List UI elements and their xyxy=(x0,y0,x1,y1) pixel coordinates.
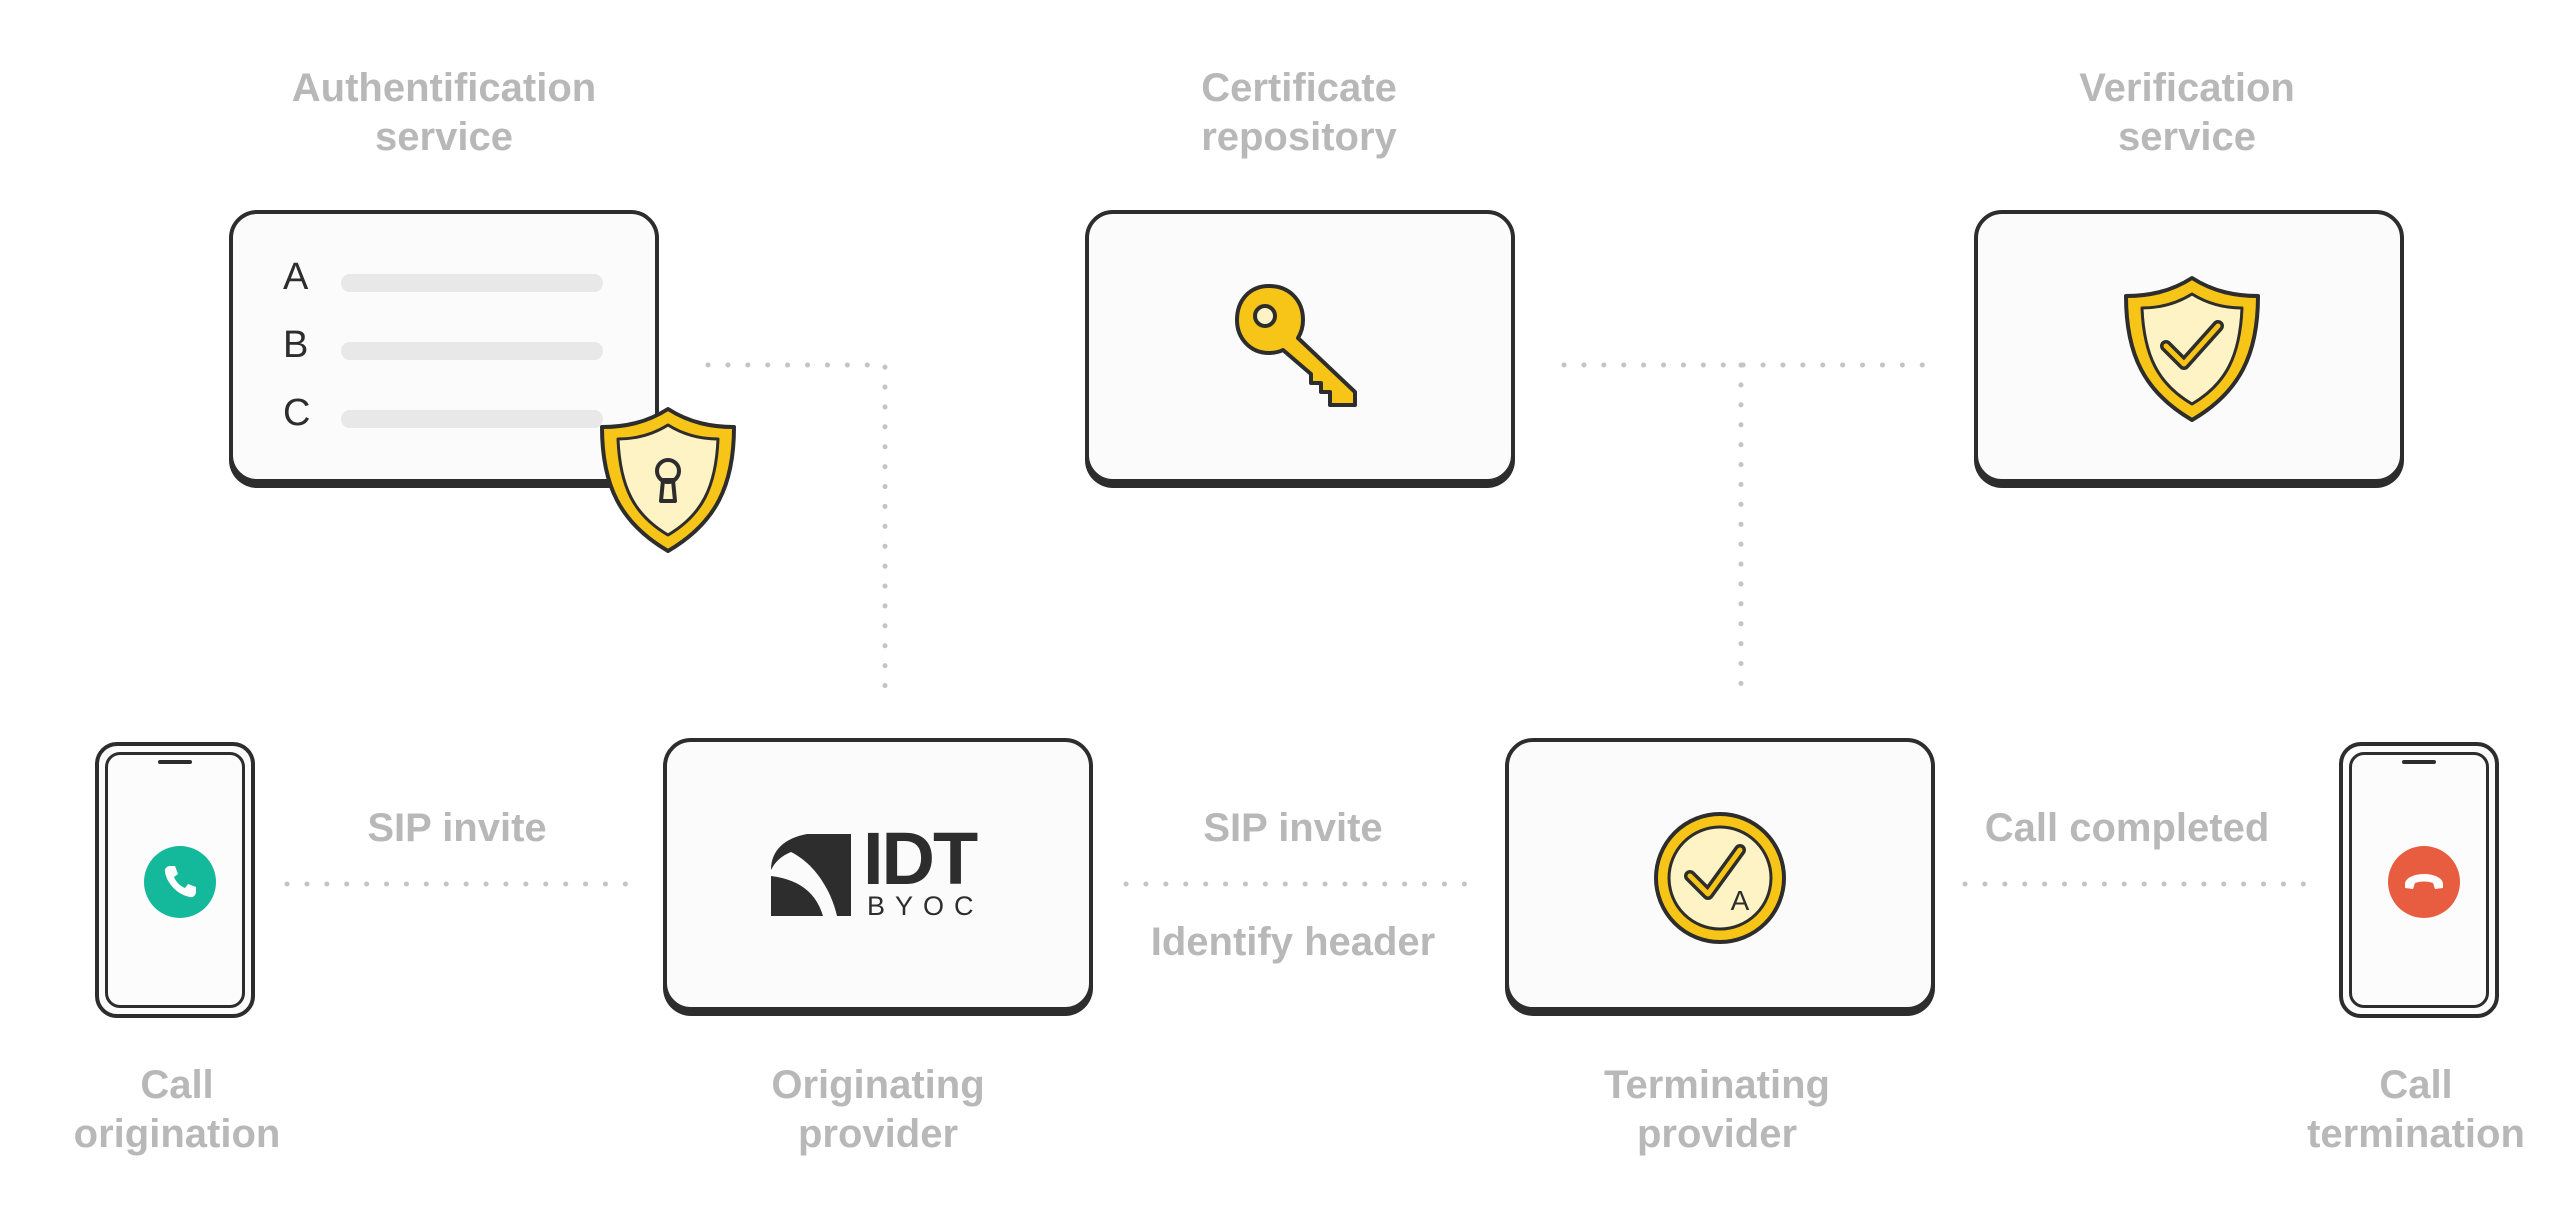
idt-logo-subtext: BYOC xyxy=(867,891,984,921)
identify-header-label: Identify header xyxy=(1150,920,1436,964)
origination-phone xyxy=(95,742,255,1018)
auth-service-label: Authentification service xyxy=(291,66,597,159)
phone-hangup-icon[interactable] xyxy=(2388,846,2460,918)
shield-lock-icon xyxy=(600,407,736,553)
originating-provider-box: IDT BYOC xyxy=(663,738,1093,1011)
connector-auth-to-originating xyxy=(705,362,888,693)
sip-invite-label-1: SIP invite xyxy=(367,806,547,850)
key-icon xyxy=(1235,284,1357,407)
auth-row-letter: B xyxy=(283,324,309,366)
auth-row-letter: C xyxy=(283,392,311,434)
check-badge-letter: A xyxy=(1731,885,1750,916)
auth-row-bar xyxy=(341,410,603,428)
cert-repository-box xyxy=(1085,210,1515,483)
call-termination-label: Call termination xyxy=(2307,1063,2525,1156)
auth-row-bar xyxy=(341,274,603,292)
auth-service-box: A B C xyxy=(229,210,659,483)
terminating-provider-box: A xyxy=(1505,738,1935,1011)
verification-service-box xyxy=(1974,210,2404,483)
idt-logo-text: IDT xyxy=(863,817,978,900)
sip-invite-label-2: SIP invite xyxy=(1203,806,1383,850)
auth-row-letter: A xyxy=(283,256,309,298)
termination-phone xyxy=(2339,742,2499,1018)
terminating-provider-label: Terminating provider xyxy=(1604,1063,1830,1156)
originating-provider-label: Originating provider xyxy=(771,1063,985,1156)
shield-check-icon xyxy=(2124,276,2260,422)
idt-logo-icon xyxy=(771,834,851,917)
phone-icon[interactable] xyxy=(144,846,216,918)
call-origination-label: Call origination xyxy=(73,1063,281,1156)
auth-row-bar xyxy=(341,342,603,360)
verification-service-label: Verification service xyxy=(2079,66,2295,159)
check-badge-icon: A xyxy=(1654,812,1786,944)
cert-repository-label: Certificate repository xyxy=(1201,66,1397,159)
call-completed-label: Call completed xyxy=(1984,806,2270,850)
